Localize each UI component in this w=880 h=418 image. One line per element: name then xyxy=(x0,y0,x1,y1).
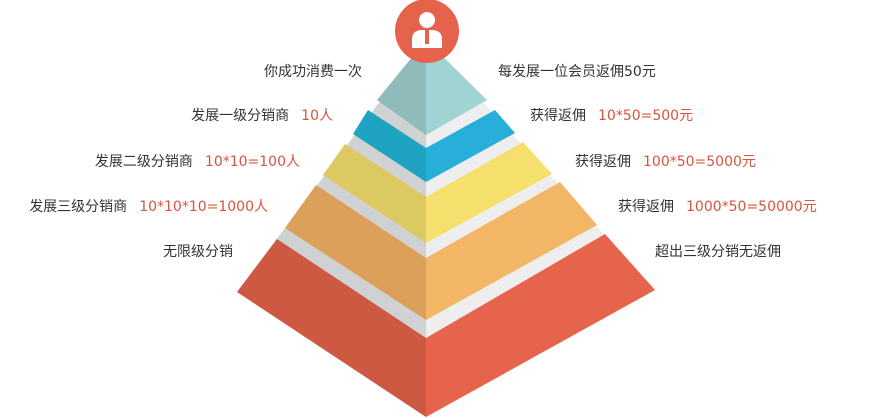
label-value: 10*50=500元 xyxy=(598,108,694,124)
right-label-1: 每发展一位会员返佣50元 xyxy=(498,63,656,81)
level-5-left xyxy=(237,239,426,417)
level-3-right xyxy=(426,142,552,243)
label-value: 100*50=5000元 xyxy=(643,154,756,170)
level-3-left xyxy=(323,144,426,243)
label-text: 每发展一位会员返佣50元 xyxy=(498,64,656,80)
label-text: 获得返佣 xyxy=(530,108,586,124)
label-text: 发展三级分销商 xyxy=(29,199,128,215)
level-4-right xyxy=(426,182,597,320)
left-label-3: 发展二级分销商 10*10=100人 xyxy=(95,153,300,171)
label-text: 无限级分销 xyxy=(163,244,233,260)
level-1-right xyxy=(426,40,487,135)
level-4-left xyxy=(285,185,426,320)
label-value: 10人 xyxy=(301,108,333,124)
right-label-4: 获得返佣 1000*50=50000元 xyxy=(618,198,817,216)
user-icon xyxy=(412,12,442,48)
level-1-left xyxy=(377,40,426,135)
label-value: 1000*50=50000元 xyxy=(686,199,817,215)
label-value: 10*10*10=1000人 xyxy=(139,199,268,215)
level-5-right xyxy=(426,234,655,417)
label-value: 10*10=100人 xyxy=(204,154,300,170)
level-2-left xyxy=(353,110,426,182)
left-label-4: 发展三级分销商 10*10*10=1000人 xyxy=(29,198,268,216)
left-label-1: 你成功消费一次 xyxy=(264,63,362,81)
left-label-2: 发展一级分销商 10人 xyxy=(191,107,333,125)
level-2-right xyxy=(426,110,515,182)
left-label-5: 无限级分销 xyxy=(163,243,233,261)
right-label-5: 超出三级分销无返佣 xyxy=(655,243,781,261)
avatar xyxy=(395,0,459,63)
label-text: 获得返佣 xyxy=(575,154,631,170)
label-text: 你成功消费一次 xyxy=(264,64,362,80)
label-text: 获得返佣 xyxy=(618,199,674,215)
label-text: 发展二级分销商 xyxy=(94,154,193,170)
right-label-3: 获得返佣 100*50=5000元 xyxy=(575,153,756,171)
label-text: 超出三级分销无返佣 xyxy=(655,244,781,260)
label-text: 发展一级分销商 xyxy=(191,108,290,124)
right-label-2: 获得返佣 10*50=500元 xyxy=(530,107,693,125)
